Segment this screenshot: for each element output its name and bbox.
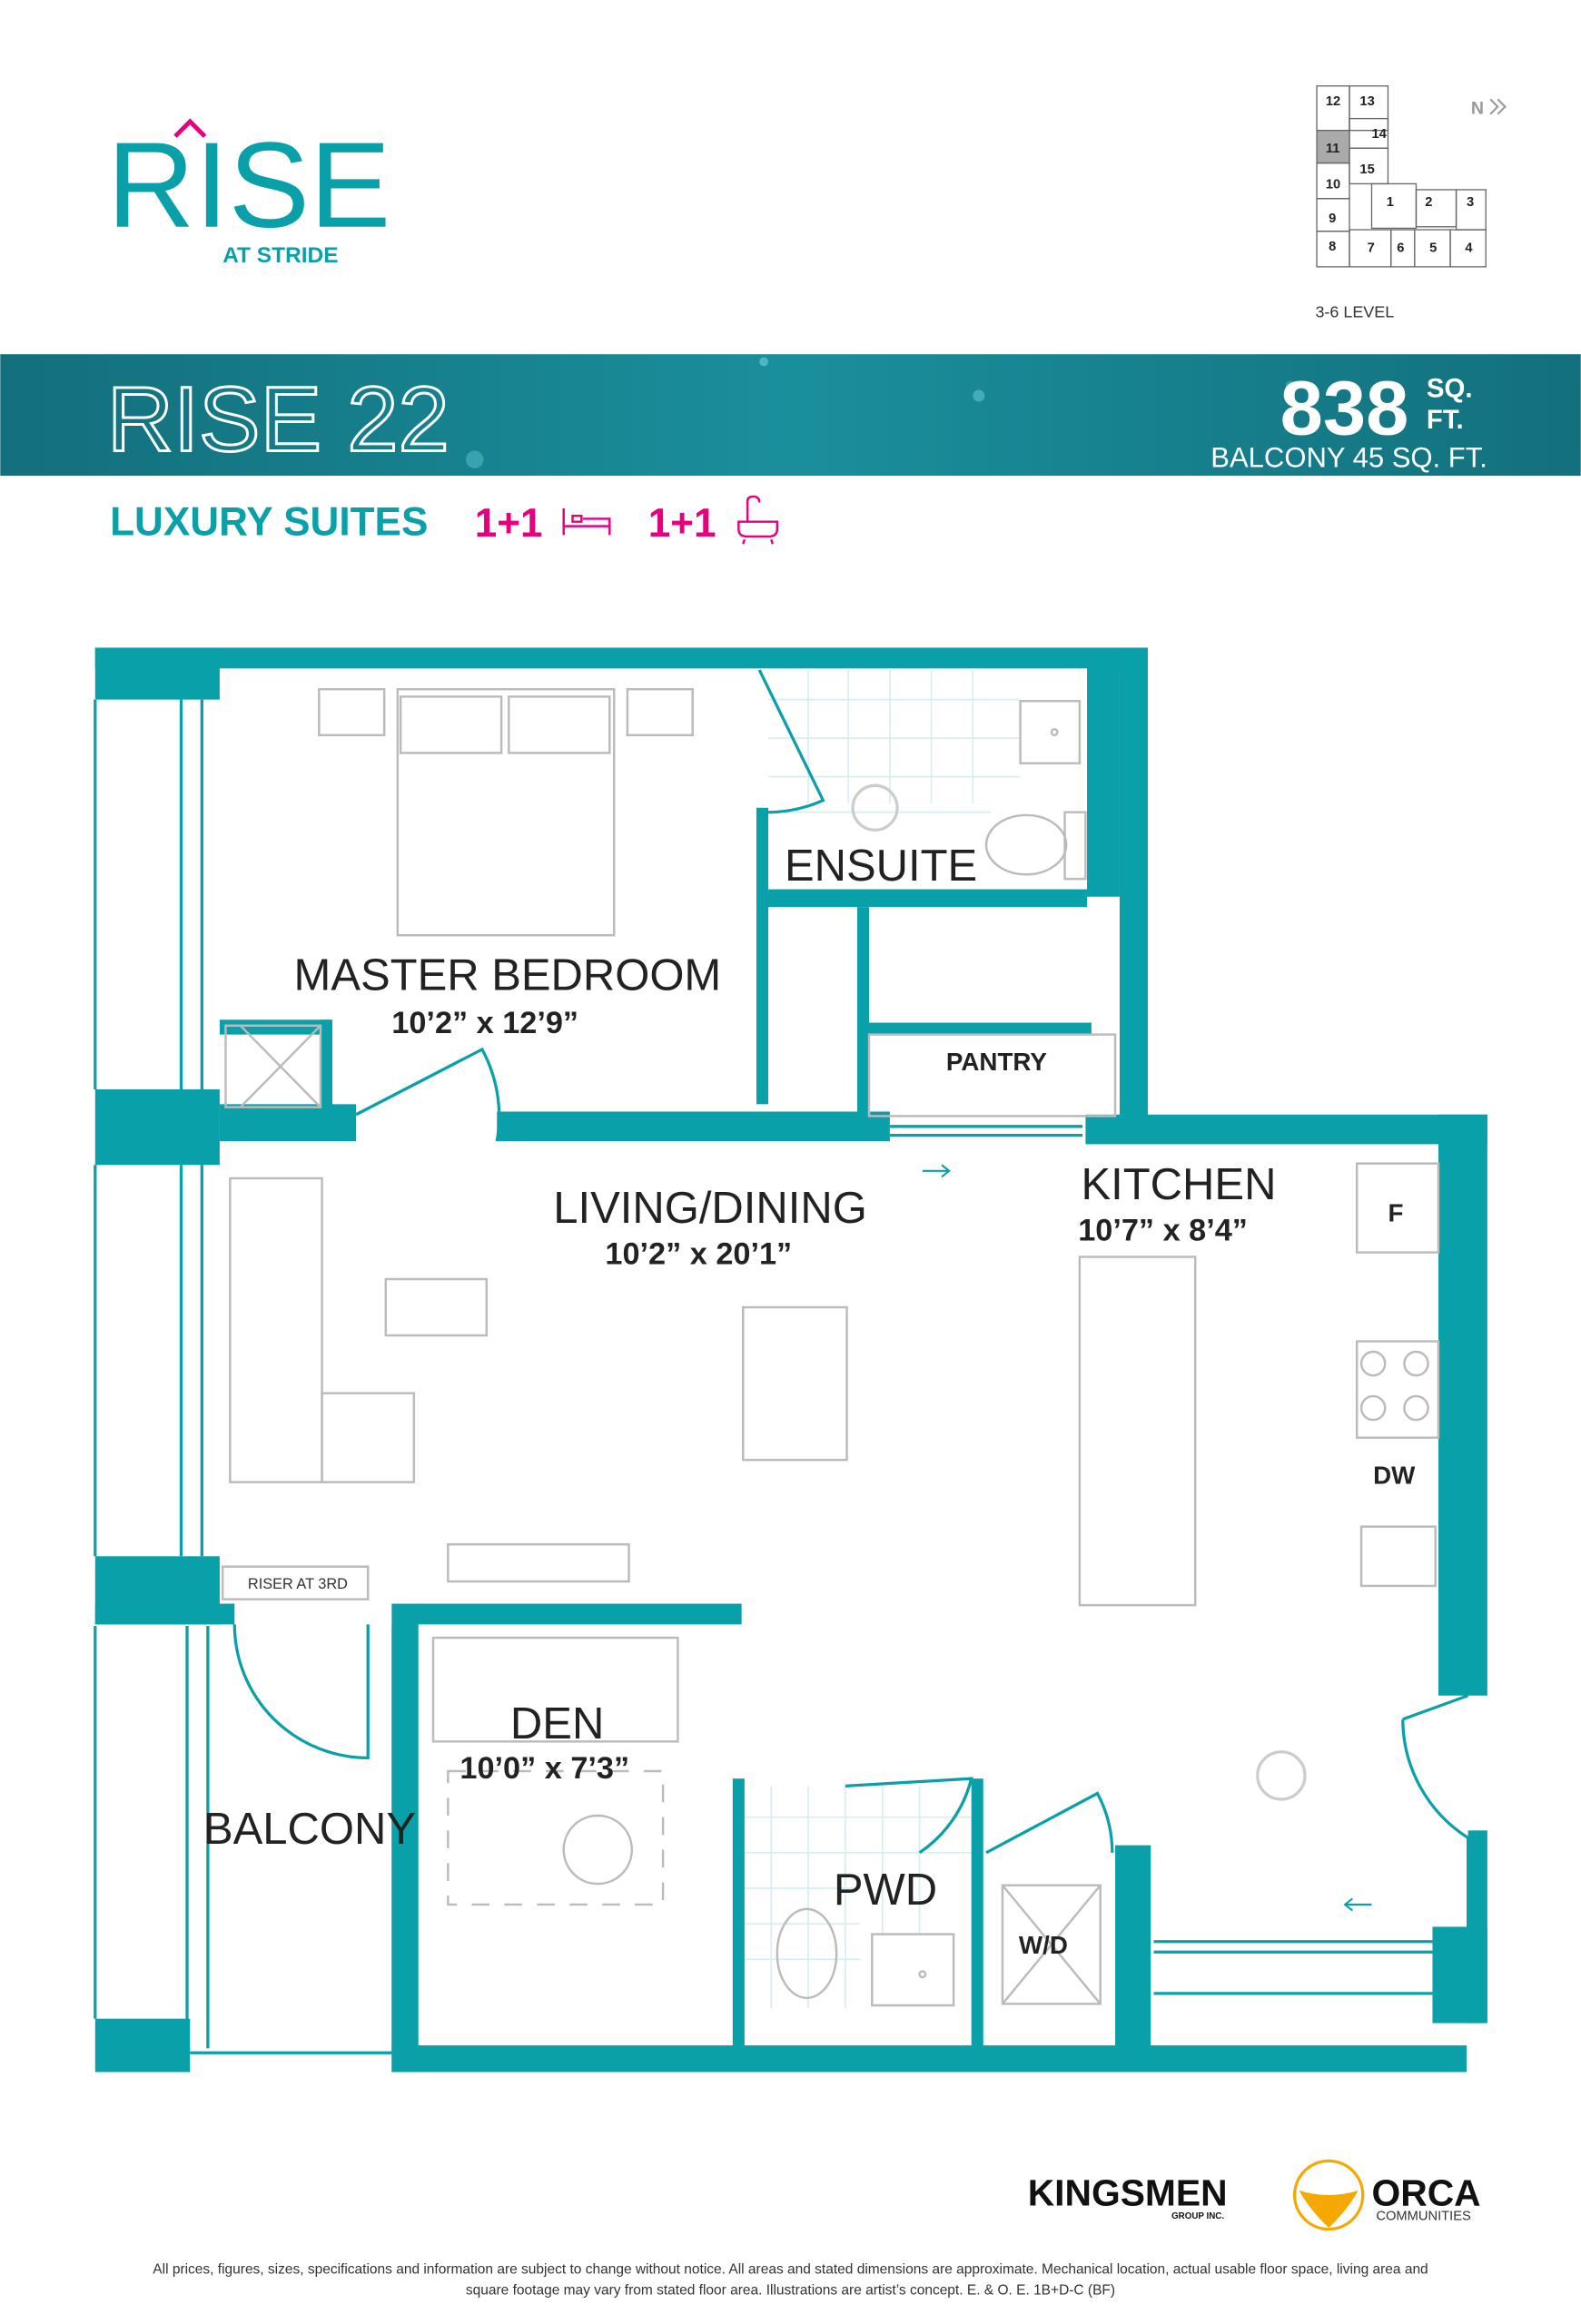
bedroom-count: 1+1: [475, 501, 543, 546]
kingsmen-logo: KINGSMEN: [1028, 2171, 1228, 2213]
unit-12: 12: [1326, 94, 1340, 109]
unit-1: 1: [1387, 195, 1394, 210]
unit-10: 10: [1326, 177, 1340, 192]
room-ensuite: ENSUITE: [785, 842, 977, 891]
dishwasher: DW: [1373, 1461, 1416, 1489]
furniture: [221, 687, 1440, 2007]
bathroom-count: 1+1: [648, 501, 716, 546]
walls: [94, 647, 1487, 2073]
orca-logo: ORCA: [1371, 2171, 1480, 2213]
balcony-area: BALCONY 45 SQ. FT.: [1210, 441, 1487, 473]
suite-name: RISE 22: [107, 368, 450, 470]
kingsmen-sub: GROUP INC.: [1171, 2211, 1224, 2221]
north-arrow-icon: [1489, 98, 1507, 115]
unit-9: 9: [1329, 212, 1336, 226]
area-unit-sq: SQ.: [1427, 374, 1473, 404]
suite-type: LUXURY SUITES 1+1 1+1: [110, 495, 779, 546]
bed-icon: [562, 508, 611, 536]
logo-text: RISE: [107, 118, 390, 253]
ensuite-tiles: [741, 669, 1021, 2009]
riser-note: RISER AT 3RD: [248, 1576, 348, 1592]
doors: [232, 669, 1469, 1855]
washer-dryer: W/D: [1019, 1931, 1068, 1959]
logo-subtext: AT STRIDE: [222, 243, 338, 268]
room-master-bedroom: MASTER BEDROOM: [294, 951, 722, 1000]
disclaimer-line-1: All prices, figures, sizes, specificatio…: [153, 2261, 1428, 2277]
unit-6: 6: [1397, 241, 1404, 256]
unit-8: 8: [1329, 240, 1336, 254]
windows: [94, 699, 1470, 2054]
entry-arrow-icon: [1343, 1897, 1372, 1912]
unit-14: 14: [1371, 127, 1387, 142]
rise-logo: RISE AT STRIDE: [107, 118, 390, 268]
partner-logos: KINGSMEN GROUP INC. ORCA COMMUNITIES: [1028, 2159, 1481, 2231]
accessible-icon: [851, 783, 1307, 1801]
room-pantry: PANTRY: [946, 1048, 1047, 1076]
master-bedroom-dim: 10’2” x 12’9”: [391, 1006, 578, 1040]
unit-15: 15: [1359, 162, 1374, 177]
room-powder: PWD: [834, 1866, 937, 1915]
area-value: 838: [1280, 364, 1409, 450]
unit-2: 2: [1425, 195, 1432, 210]
key-plan: 12 13 14 11 15 10 1 2 3 9 8 7 6 5 4 N 3-…: [1315, 85, 1507, 320]
unit-3: 3: [1467, 195, 1474, 210]
unit-5: 5: [1429, 241, 1437, 256]
unit-7: 7: [1368, 241, 1375, 256]
floor-plan: MASTER BEDROOM 10’2” x 12’9” ENSUITE PAN…: [94, 647, 1487, 2073]
unit-11: 11: [1326, 142, 1340, 156]
north-label: N: [1471, 99, 1484, 119]
room-kitchen: KITCHEN: [1081, 1160, 1276, 1209]
kitchen-dim: 10’7” x 8’4”: [1078, 1214, 1248, 1248]
orca-logo-icon: [1292, 2159, 1365, 2231]
area-unit-ft: FT.: [1427, 405, 1464, 435]
room-balcony: BALCONY: [203, 1805, 416, 1854]
unit-13: 13: [1359, 94, 1374, 109]
living-dining-dim: 10’2” x 20’1”: [605, 1237, 792, 1272]
room-living-dining: LIVING/DINING: [553, 1184, 867, 1233]
suite-type-label: LUXURY SUITES: [110, 499, 428, 544]
disclaimer: All prices, figures, sizes, specificatio…: [153, 2261, 1428, 2298]
fridge: F: [1388, 1198, 1403, 1226]
room-den: DEN: [510, 1699, 604, 1748]
bathtub-icon: [737, 495, 779, 545]
level-label: 3-6 LEVEL: [1315, 302, 1394, 320]
orca-sub: COMMUNITIES: [1376, 2210, 1471, 2224]
disclaimer-line-2: square footage may vary from stated floo…: [466, 2282, 1115, 2298]
direction-arrow-icon: [922, 1164, 951, 1178]
logo-chevron-icon: [173, 118, 207, 138]
banner: RISE 22 838 SQ. FT. BALCONY 45 SQ. FT.: [0, 354, 1581, 477]
unit-4: 4: [1465, 241, 1473, 256]
den-dim: 10’0” x 7’3”: [459, 1751, 629, 1786]
